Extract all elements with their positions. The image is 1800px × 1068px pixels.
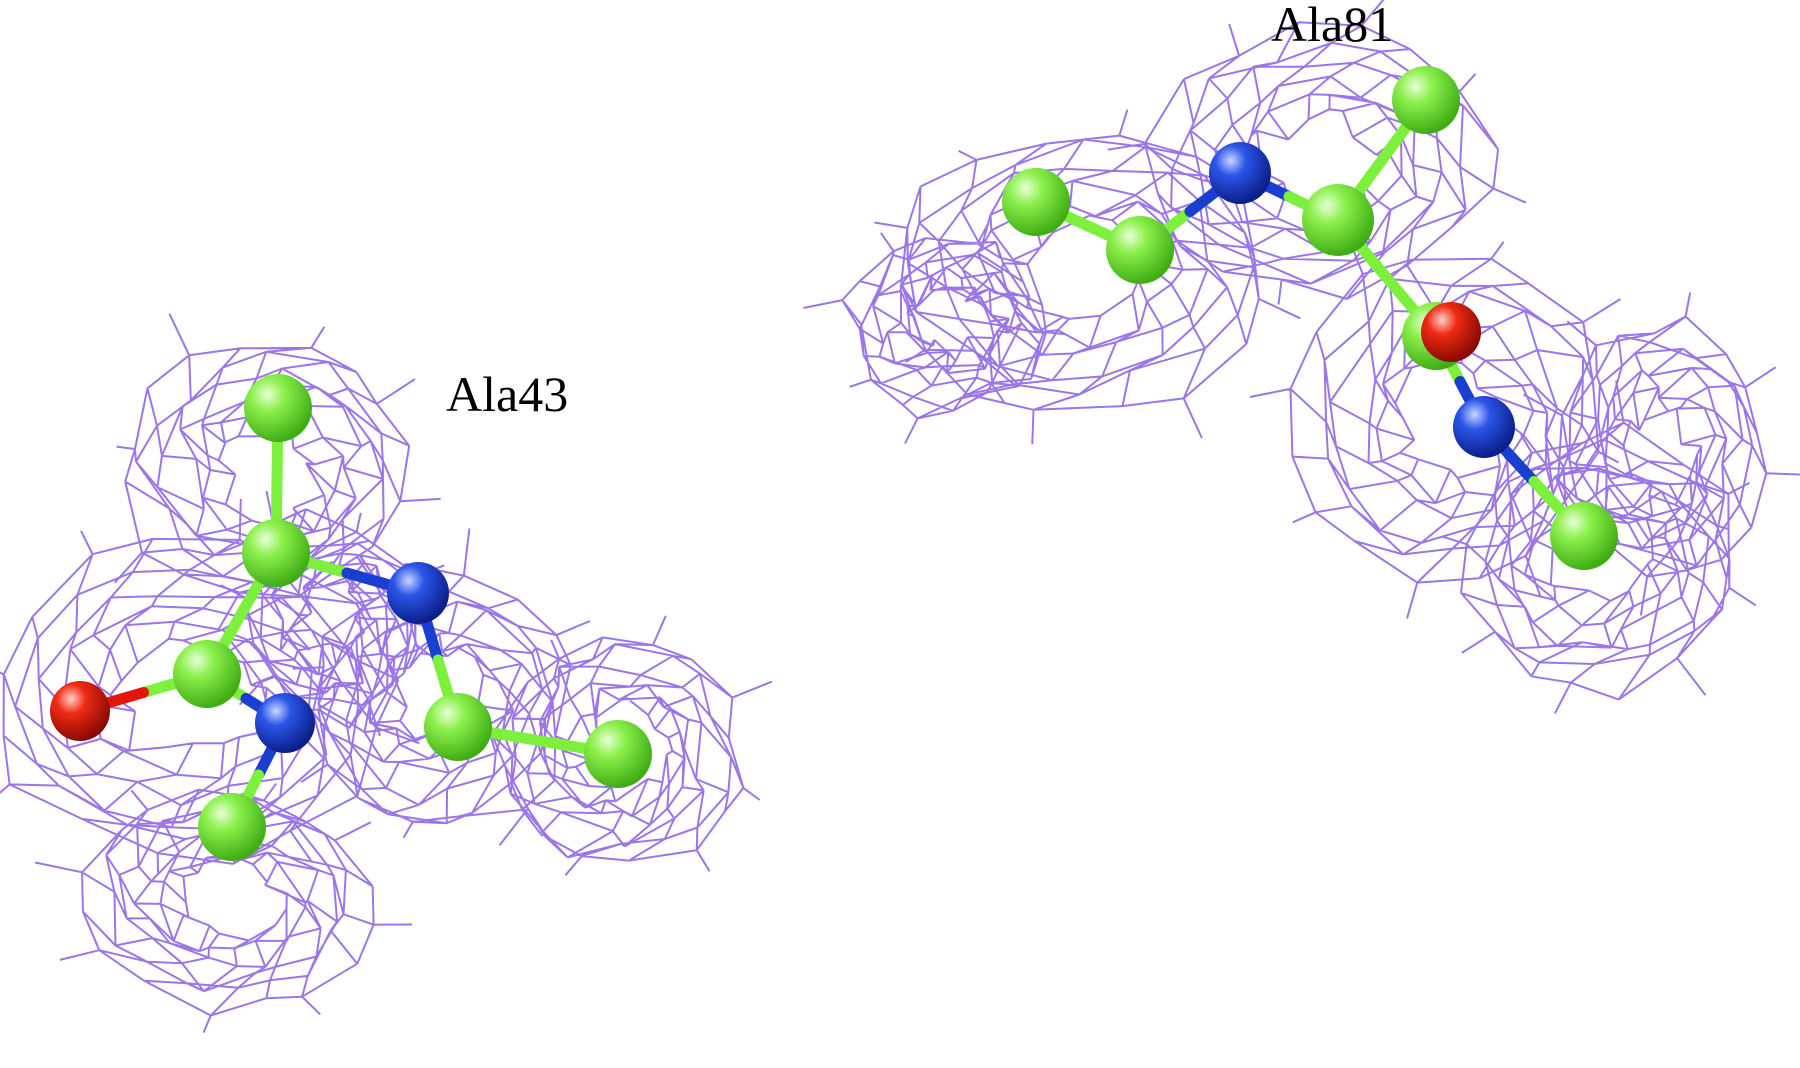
carbon-atom bbox=[584, 720, 652, 788]
carbon-atom bbox=[1106, 216, 1174, 284]
nitrogen-atom bbox=[1453, 396, 1515, 458]
carbon-atom bbox=[173, 640, 241, 708]
density-mesh-blob bbox=[34, 783, 413, 1033]
atom-layer bbox=[50, 66, 1618, 861]
density-mesh-ala81 bbox=[803, 0, 1800, 714]
carbon-atom bbox=[244, 374, 312, 442]
carbon-atom bbox=[1002, 168, 1070, 236]
residue-label-ala81: Ala81 bbox=[1271, 0, 1393, 52]
nitrogen-atom bbox=[1209, 142, 1271, 204]
density-mesh-blob bbox=[113, 313, 441, 631]
carbon-atom bbox=[198, 793, 266, 861]
density-mesh-blob bbox=[458, 615, 773, 876]
density-mesh-layer bbox=[0, 0, 1800, 1033]
carbon-atom bbox=[242, 519, 310, 587]
residue-label-ala43: Ala43 bbox=[446, 366, 568, 422]
oxygen-atom bbox=[1421, 302, 1481, 362]
carbon-atom bbox=[424, 693, 492, 761]
oxygen-atom bbox=[50, 681, 110, 741]
density-mesh-ala43 bbox=[0, 313, 773, 1033]
nitrogen-atom bbox=[255, 693, 315, 753]
carbon-atom bbox=[1392, 66, 1460, 134]
carbon-atom bbox=[1550, 502, 1618, 570]
nitrogen-atom bbox=[387, 562, 449, 624]
density-mesh-blob bbox=[803, 223, 1066, 444]
carbon-atom bbox=[1302, 184, 1374, 256]
